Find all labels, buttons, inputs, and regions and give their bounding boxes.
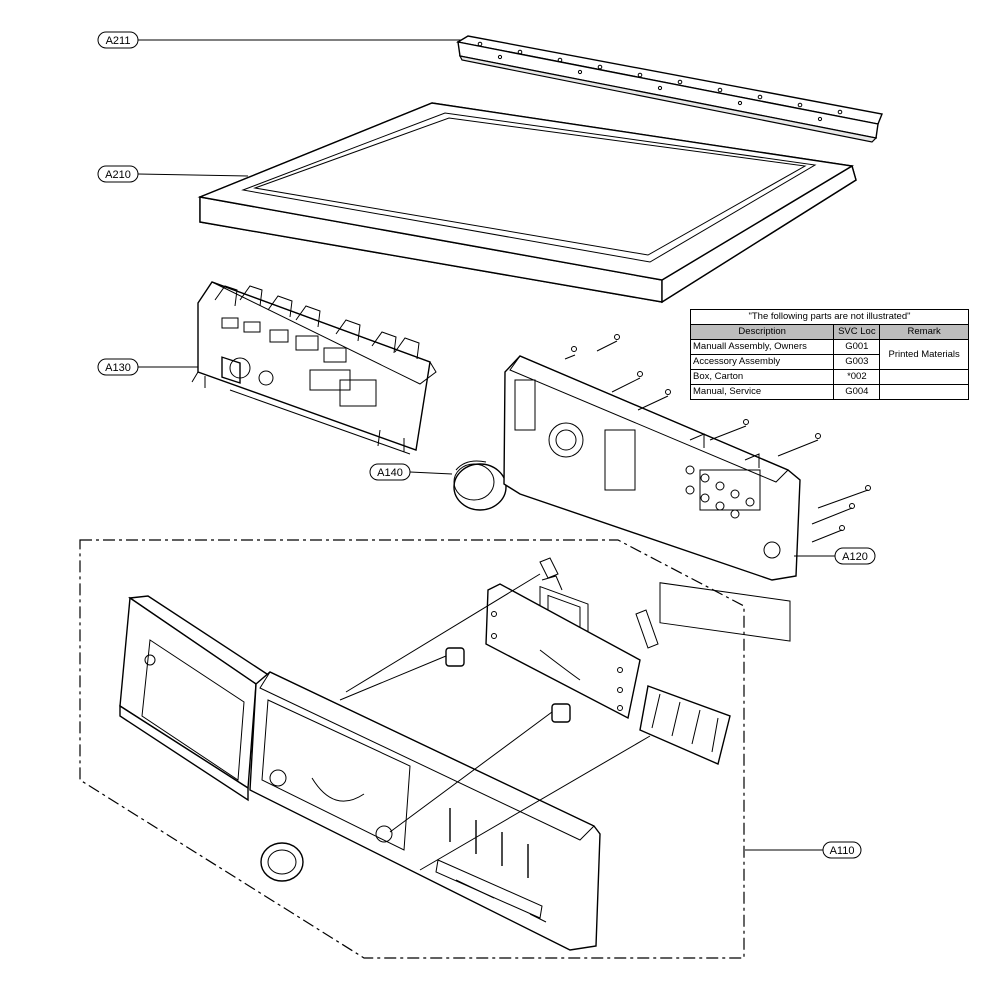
header-remark: Remark <box>879 324 969 340</box>
row-description: Manual, Service <box>689 384 835 400</box>
row-remark: Printed Materials <box>879 339 969 370</box>
part-a110-connectors <box>539 557 659 649</box>
table-row: Manual, Service G004 <box>689 384 969 400</box>
part-a120-control-pcb <box>503 334 871 642</box>
part-a210-top-frame <box>197 102 857 304</box>
callout-a120: A120 <box>834 547 876 565</box>
part-a211-rail <box>456 35 883 143</box>
part-a140-knob <box>453 460 507 511</box>
row-remark-empty <box>879 369 969 385</box>
callout-a211-text: A211 <box>106 35 131 47</box>
callout-a110-text: A110 <box>830 845 855 857</box>
callout-a130: A130 <box>97 358 139 376</box>
part-a110-buttons <box>445 647 571 723</box>
part-a130-pcb-bracket <box>191 281 437 455</box>
part-a110-fascia-panel <box>249 671 601 951</box>
callout-a130-text: A130 <box>105 362 131 374</box>
callout-a110: A110 <box>822 841 862 859</box>
header-svc-loc: SVC Loc <box>833 324 881 340</box>
callout-a210-text: A210 <box>105 169 131 181</box>
table-caption: "The following parts are not illustrated… <box>690 309 969 325</box>
row-loc: *002 <box>833 369 881 385</box>
header-description: Description <box>689 324 835 340</box>
callout-a210: A210 <box>97 165 139 183</box>
assembly-guide-lines <box>339 573 651 871</box>
row-remark-empty <box>879 384 969 400</box>
row-description: Accessory Assembly <box>689 354 835 370</box>
callout-a211: A211 <box>97 31 139 49</box>
part-a110-control-panel-group <box>79 539 745 959</box>
part-a110-display-window <box>485 583 641 720</box>
part-a110-dispenser-frame <box>119 595 272 802</box>
table-row: Box, Carton *002 <box>689 369 969 385</box>
row-description: Manuall Assembly, Owners <box>689 339 835 355</box>
part-a110-button-cover <box>639 685 731 765</box>
callout-a140-text: A140 <box>377 467 403 479</box>
row-description: Box, Carton <box>689 369 835 385</box>
row-loc: G004 <box>833 384 881 400</box>
leader-lines <box>137 39 835 851</box>
not-illustrated-parts-table: "The following parts are not illustrated… <box>689 309 969 400</box>
part-a110-knob-ring <box>260 842 304 882</box>
row-loc: G003 <box>833 354 881 370</box>
callout-a120-text: A120 <box>842 551 868 563</box>
row-loc: G001 <box>833 339 881 355</box>
table-row: Manuall Assembly, Owners G001 Printed Ma… <box>689 339 969 370</box>
callout-a140: A140 <box>369 463 411 481</box>
